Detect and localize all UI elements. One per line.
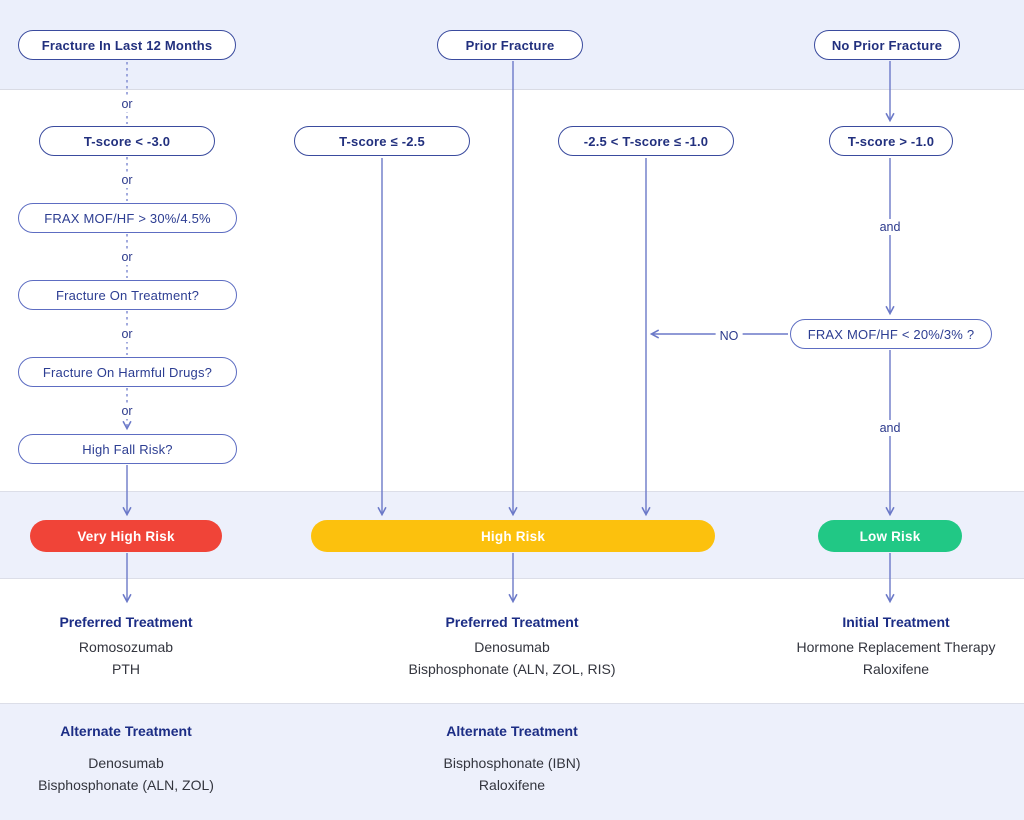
treatment-item: Hormone Replacement Therapy bbox=[796, 639, 996, 655]
node-frax-above-30: FRAX MOF/HF > 30%/4.5% bbox=[18, 203, 237, 233]
treatment-header: Initial Treatment bbox=[842, 614, 950, 630]
or-label-2: or bbox=[117, 172, 137, 188]
treatment-block-very-high: Preferred Treatment Romosozumab PTH bbox=[0, 613, 296, 680]
treatment-item: Raloxifene bbox=[862, 661, 930, 677]
node-tscore-le-minus25: T-score ≤ -2.5 bbox=[294, 126, 470, 156]
node-tscore-below-minus3: T-score < -3.0 bbox=[39, 126, 215, 156]
treatment-item: Raloxifene bbox=[478, 777, 546, 793]
risk-badge-low: Low Risk bbox=[818, 520, 962, 552]
treatment-item: PTH bbox=[112, 661, 140, 677]
treatment-block-low: Initial Treatment Hormone Replacement Th… bbox=[726, 613, 1024, 680]
alternate-block-very-high: Alternate Treatment Denosumab Bisphospho… bbox=[0, 722, 296, 796]
solid-flow-connectors bbox=[122, 61, 895, 604]
node-prior-fracture: Prior Fracture bbox=[437, 30, 583, 60]
treatment-block-high: Preferred Treatment Denosumab Bisphospho… bbox=[342, 613, 682, 680]
risk-badge-very-high: Very High Risk bbox=[30, 520, 222, 552]
node-fracture-on-harmful-drugs: Fracture On Harmful Drugs? bbox=[18, 357, 237, 387]
treatment-item: Bisphosphonate (IBN) bbox=[443, 755, 581, 771]
node-frax-below-20: FRAX MOF/HF < 20%/3% ? bbox=[790, 319, 992, 349]
or-label-1: or bbox=[117, 96, 137, 112]
treatment-header: Alternate Treatment bbox=[60, 723, 192, 739]
or-label-5: or bbox=[117, 403, 137, 419]
treatment-header: Preferred Treatment bbox=[59, 614, 193, 630]
treatment-item: Bisphosphonate (ALN, ZOL, RIS) bbox=[408, 661, 616, 677]
node-high-fall-risk: High Fall Risk? bbox=[18, 434, 237, 464]
no-label: NO bbox=[715, 328, 743, 344]
node-fracture-on-treatment: Fracture On Treatment? bbox=[18, 280, 237, 310]
node-tscore-between: -2.5 < T-score ≤ -1.0 bbox=[558, 126, 734, 156]
or-label-4: or bbox=[117, 326, 137, 342]
and-label-2: and bbox=[875, 420, 905, 436]
treatment-item: Denosumab bbox=[88, 755, 164, 771]
or-label-3: or bbox=[117, 249, 137, 265]
node-no-prior-fracture: No Prior Fracture bbox=[814, 30, 960, 60]
treatment-header: Alternate Treatment bbox=[446, 723, 578, 739]
alternate-treatment-band bbox=[0, 703, 1024, 820]
node-tscore-above-minus1: T-score > -1.0 bbox=[829, 126, 953, 156]
treatment-header: Preferred Treatment bbox=[445, 614, 579, 630]
treatment-item: Romosozumab bbox=[78, 639, 174, 655]
treatment-item: Denosumab bbox=[474, 639, 550, 655]
and-label-1: and bbox=[875, 219, 905, 235]
risk-badge-high: High Risk bbox=[311, 520, 715, 552]
alternate-block-high: Alternate Treatment Bisphosphonate (IBN)… bbox=[342, 722, 682, 796]
node-fracture-last-12-months: Fracture In Last 12 Months bbox=[18, 30, 236, 60]
treatment-item: Bisphosphonate (ALN, ZOL) bbox=[38, 777, 214, 793]
